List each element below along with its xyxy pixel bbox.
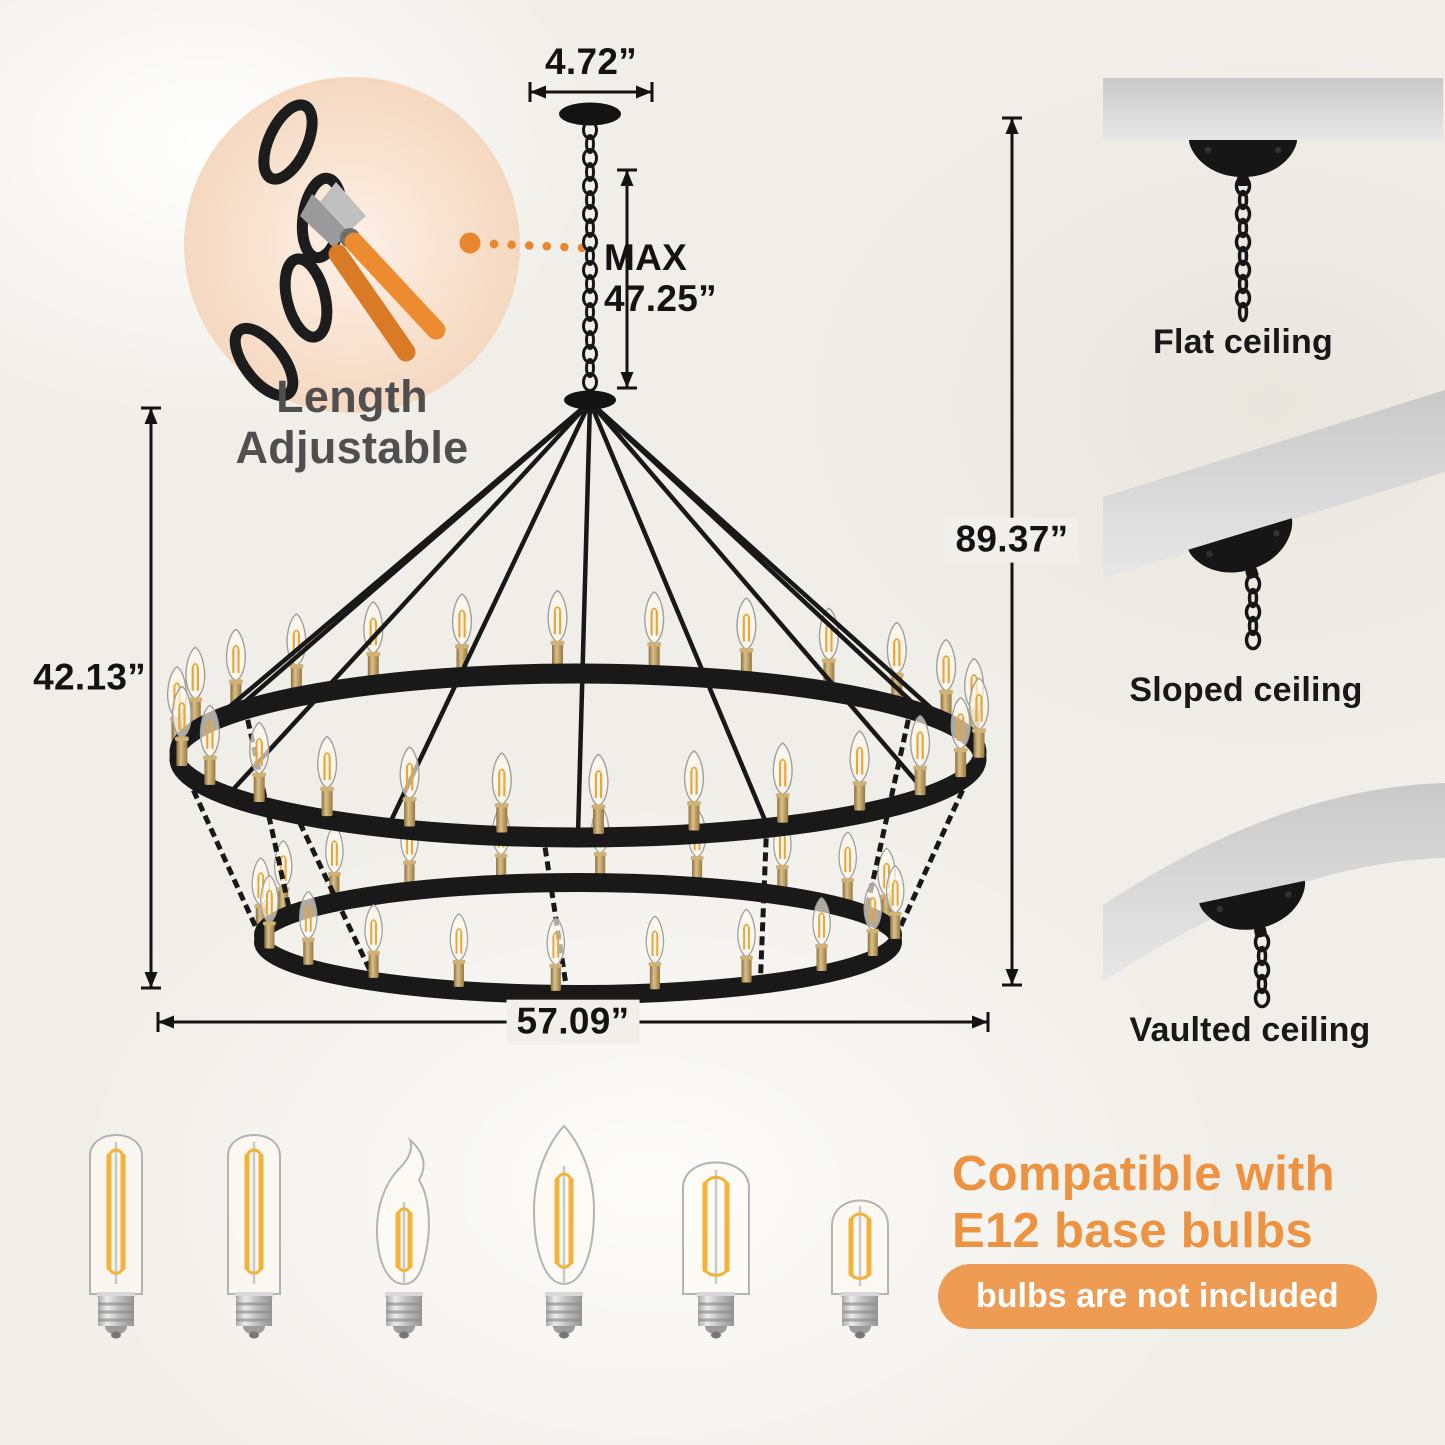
bulb-b11-candle-icon [532, 1124, 596, 1340]
candle-light [248, 721, 270, 804]
bulb-t6-icon [227, 1134, 281, 1340]
candle-light [547, 589, 568, 672]
candle-light [399, 745, 421, 828]
bulb-t6-icon [89, 1134, 143, 1340]
max-value-text: 47.25” [604, 277, 717, 319]
compatible-heading-line2: E12 base bulbs [952, 1203, 1313, 1258]
candle-light [849, 729, 871, 812]
candle-light [736, 908, 757, 984]
sloped-ceiling-label: Sloped ceiling [1129, 671, 1363, 709]
candle-light [863, 881, 883, 958]
bulb-t8-icon [682, 1161, 750, 1340]
connector-dot [459, 232, 481, 254]
max-text: MAX [604, 237, 688, 278]
candle-light [811, 896, 832, 973]
bulb-flame-tip-icon [375, 1137, 430, 1340]
flat-ceiling-panel [1103, 78, 1443, 186]
candle-light [909, 714, 931, 797]
candle-light [935, 638, 957, 721]
sloped-ceiling-panel [1103, 390, 1445, 594]
top-canopy [559, 102, 621, 126]
length-adjustable-line2: Adjustable [235, 421, 469, 473]
dim-fixture-width-label: 57.09” [506, 999, 640, 1045]
candle-light [199, 704, 221, 787]
dim-canopy-width-label: 4.72” [544, 41, 638, 82]
pliers-icon [300, 182, 446, 362]
center-hub [564, 390, 616, 410]
hanging-chain [582, 120, 598, 392]
candle-light [316, 735, 338, 818]
candle-light [735, 596, 757, 679]
candle-light [645, 915, 665, 991]
not-included-badge: bulbs are not included [938, 1264, 1377, 1329]
compatible-heading-line1: Compatible with [952, 1147, 1335, 1201]
dim-total-height-label: 89.37” [945, 517, 1079, 563]
ceiling-chains [1234, 175, 1271, 1009]
candle-light [772, 741, 794, 824]
compatible-heading: Compatible with E12 base bulbs [952, 1146, 1335, 1260]
candle-light [298, 890, 318, 966]
bulb-t25-mini-icon [831, 1199, 889, 1340]
candle-light [546, 916, 566, 992]
dotted-connector-line [489, 239, 591, 253]
candle-light [643, 590, 665, 673]
length-adjustable-inset [184, 77, 520, 413]
candle-light [449, 912, 469, 988]
dim-fixture-height-label: 42.13” [33, 656, 146, 698]
vaulted-ceiling-label: Vaulted ceiling [1129, 1011, 1371, 1049]
flat-ceiling-label: Flat ceiling [1153, 323, 1333, 361]
length-adjustable-label: Length Adjustable [235, 371, 469, 474]
dim-max-drop-label: MAX 47.25” [604, 237, 717, 319]
vaulted-ceiling-panel [1103, 783, 1445, 982]
length-adjustable-line1: Length [276, 371, 428, 422]
candle-light [838, 831, 858, 907]
dimension-lines [141, 82, 1022, 1032]
